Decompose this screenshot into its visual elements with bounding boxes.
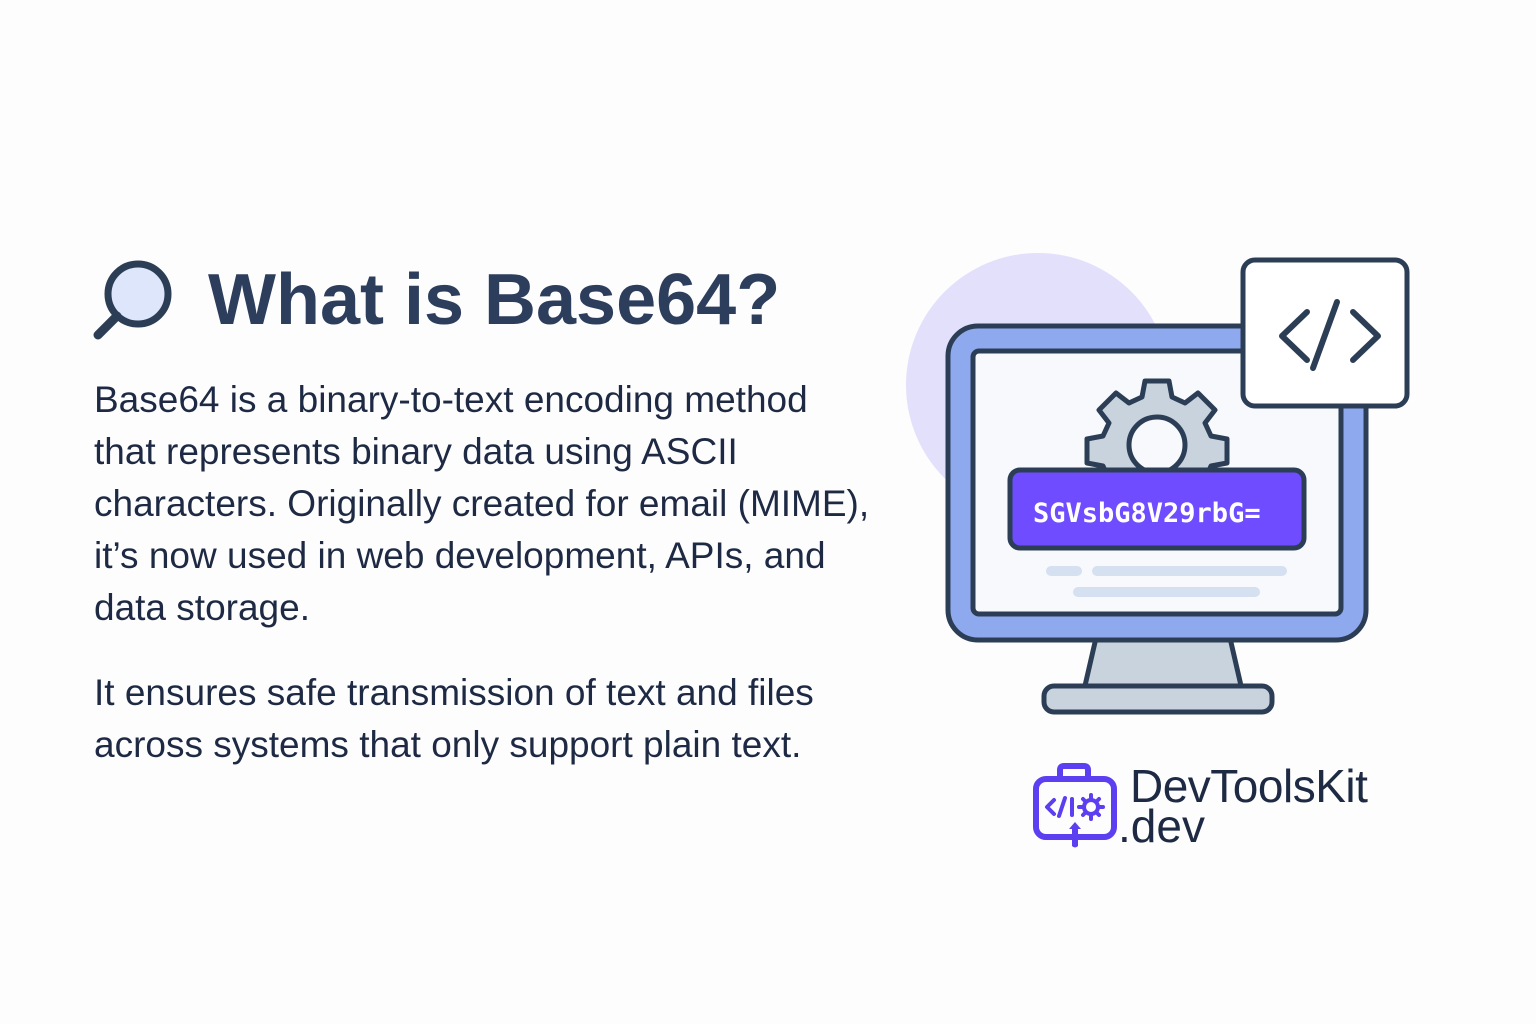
magnifier-icon xyxy=(93,260,172,340)
illustration: SGVsbG8V29rbG= xyxy=(900,240,1420,735)
description-paragraph-2: It ensures safe transmission of text and… xyxy=(94,672,814,765)
code-brackets-icon xyxy=(1240,257,1410,409)
brand-name: DevToolsKit xyxy=(1130,760,1368,812)
heading: What is Base64? xyxy=(90,258,780,342)
placeholder-lines xyxy=(1046,566,1287,597)
page-title: What is Base64? xyxy=(208,260,781,340)
toolkit-briefcase-icon xyxy=(1033,763,1117,848)
encoded-output: SGVsbG8V29rbG= xyxy=(1007,467,1307,551)
brand-tld: .dev xyxy=(1118,800,1205,852)
monitor-stand xyxy=(1041,635,1275,715)
description-paragraph: Base64 is a binary-to-text encoding meth… xyxy=(94,379,870,628)
brand-logo[interactable]: DevToolsKit .dev xyxy=(1032,760,1368,852)
encoded-sample: SGVsbG8V29rbG= xyxy=(1033,498,1261,529)
